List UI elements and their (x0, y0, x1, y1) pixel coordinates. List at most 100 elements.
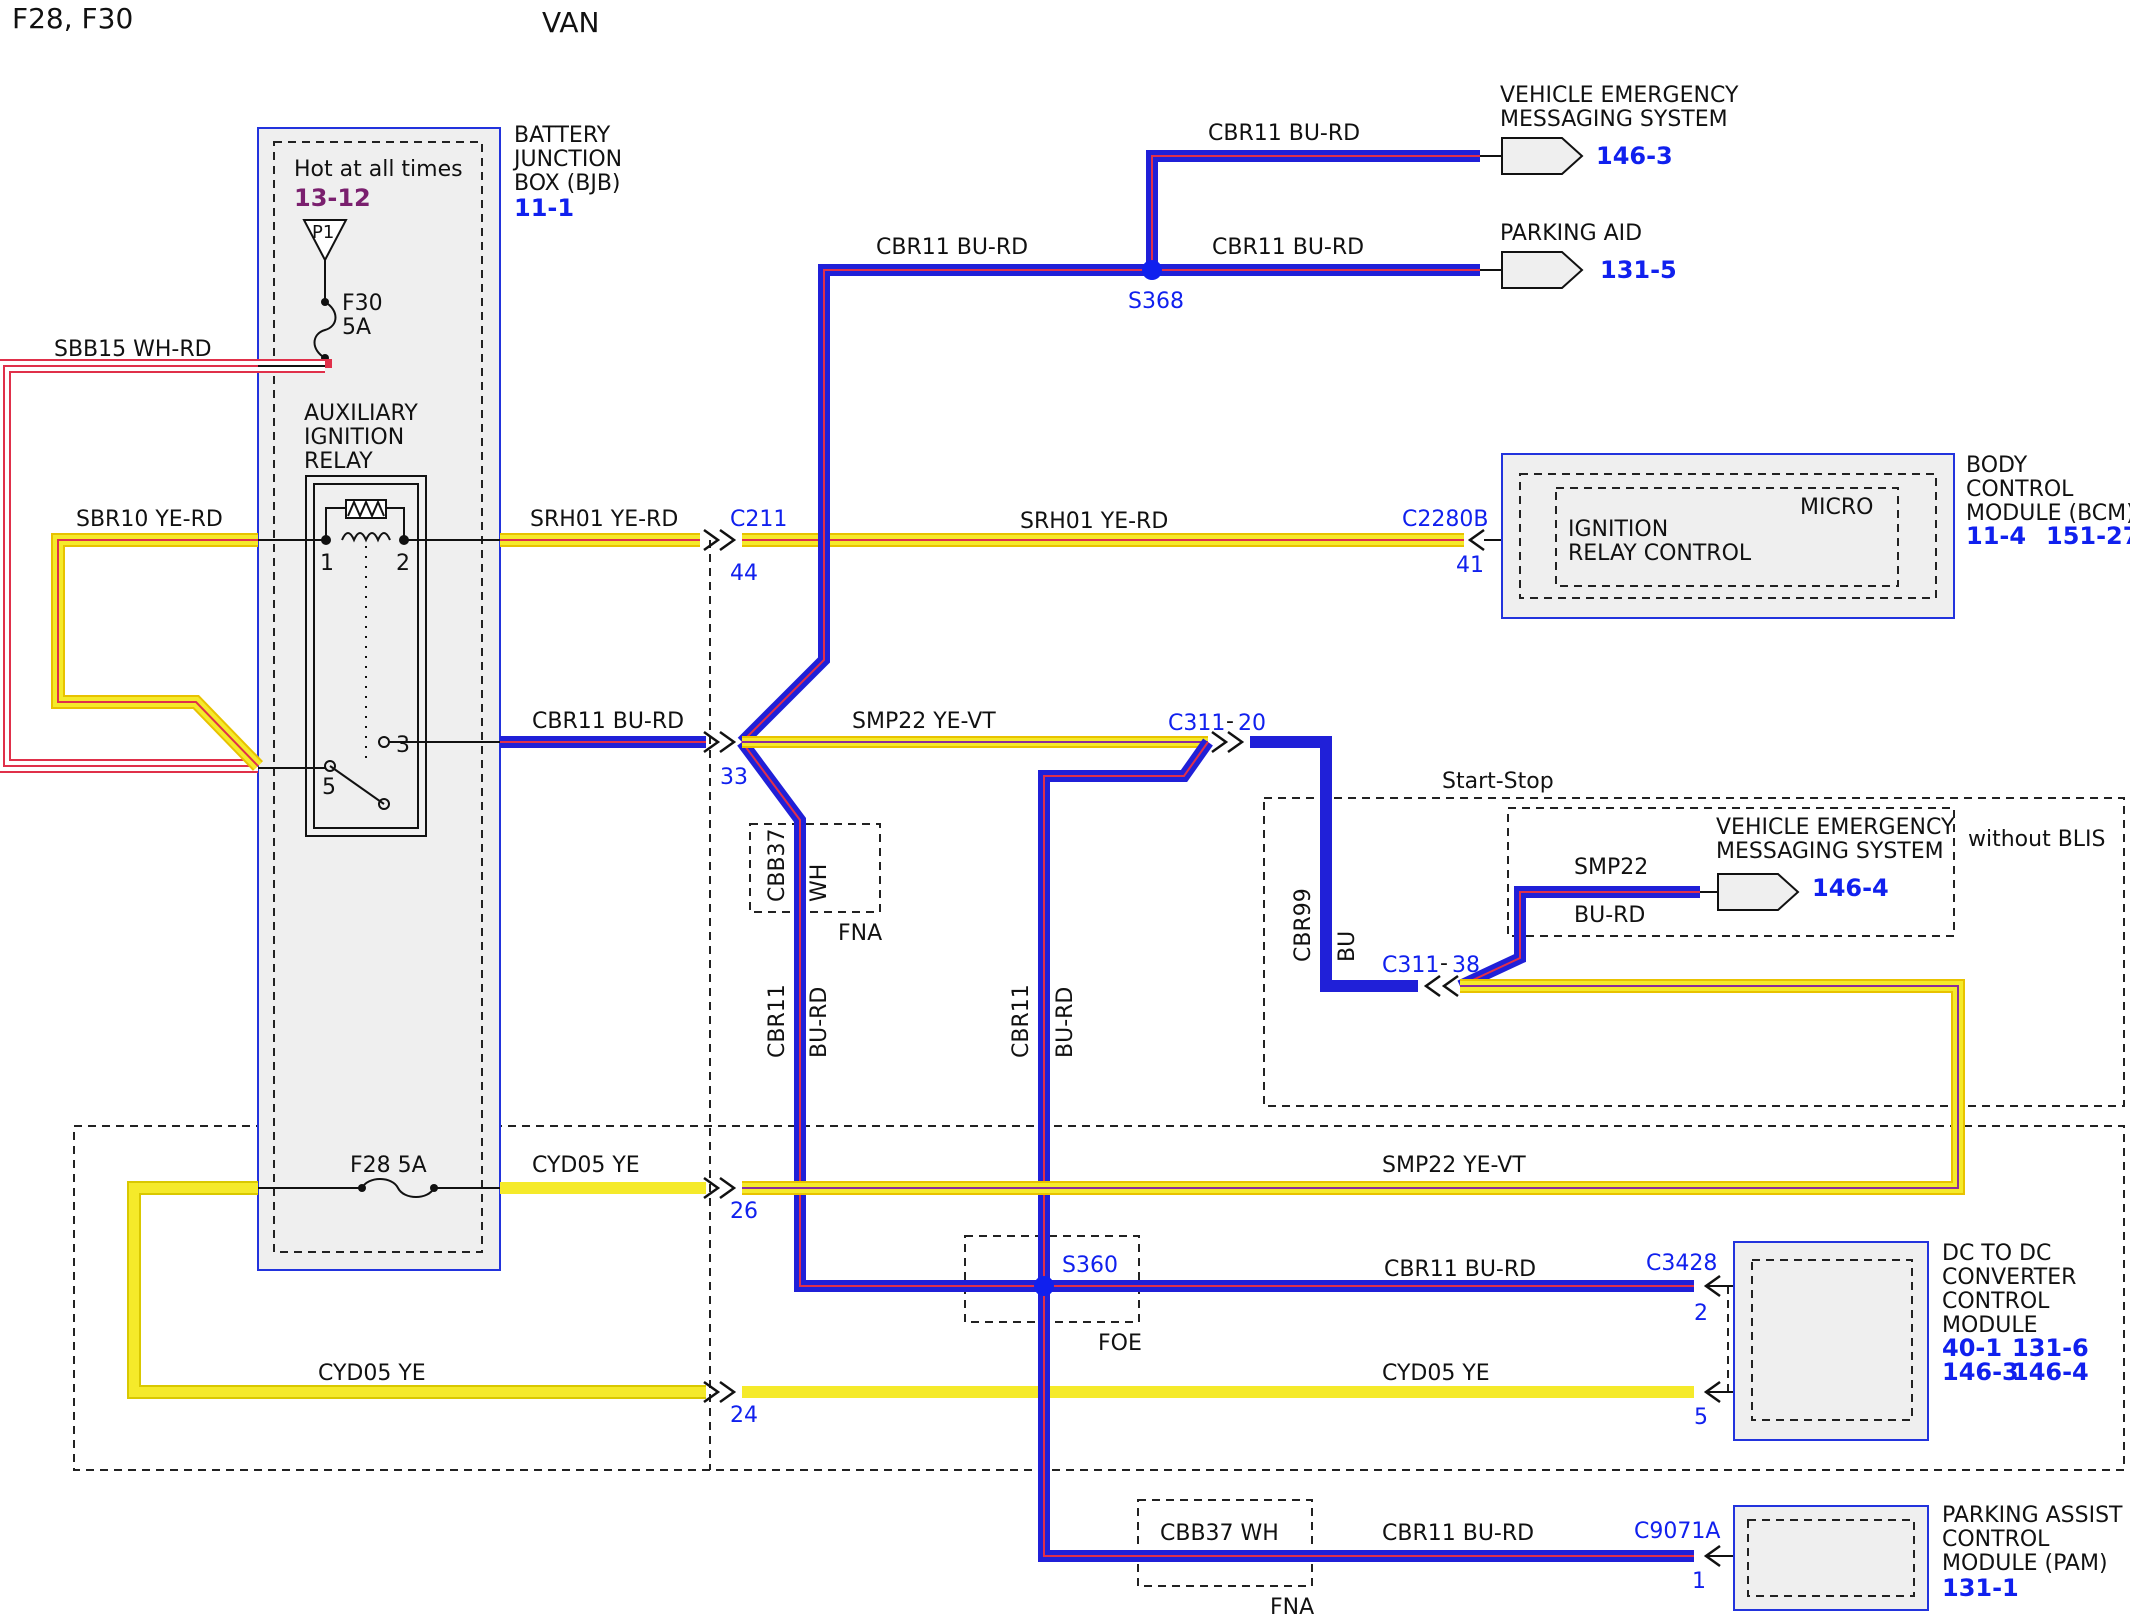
connector-pin-1: 1 (1692, 1569, 1706, 1594)
relay-pin5: 5 (322, 775, 336, 800)
foe-label: FOE (1098, 1331, 1142, 1356)
vems-top-connector-icon (1501, 137, 1584, 175)
connector-pin-20: 20 (1238, 711, 1266, 736)
wire-cbr11-c311-branch (1038, 738, 1213, 1286)
connector-pin-5: 5 (1694, 1405, 1708, 1430)
resistor-zigzag-icon (347, 499, 385, 519)
splice-s360 (1034, 1276, 1054, 1296)
bcm-ref-2: 151-27 (2046, 522, 2130, 550)
aux-relay-outer (305, 475, 427, 837)
wire-cbr11-top (737, 150, 1480, 747)
vems-top-ref: 146-3 (1596, 142, 1673, 170)
fna-splice-box-2 (1137, 1499, 1313, 1587)
wire-label-cbb37-b: WH (807, 864, 832, 902)
relay-coil-icon (341, 532, 391, 543)
dcdc-label-3: CONTROL (1942, 1289, 2050, 1314)
bjb-hot-ref: 13-12 (294, 184, 371, 212)
connector-pin-2: 2 (1694, 1301, 1708, 1326)
wire-label-cbr11-top-left: CBR11 BU-RD (876, 235, 1028, 260)
splice-s368 (1142, 260, 1162, 280)
header-fuses: F28, F30 (12, 2, 133, 35)
pam-label-2: CONTROL (1942, 1527, 2050, 1552)
wire-label-cbr11-top-right: CBR11 BU-RD (1212, 235, 1364, 260)
bcm-label-2: CONTROL (1966, 477, 2074, 502)
wire-label-cbr99-a: CBR99 (1291, 888, 1316, 962)
wire-label-cbr11-v2a: CBR11 (1009, 984, 1034, 1058)
connector-c311-38: C311 (1382, 953, 1439, 978)
f30-fuse-icon (313, 301, 337, 359)
connector-pin-44: 44 (730, 561, 758, 586)
dcdc-ref-1: 40-1 (1942, 1334, 2002, 1362)
connector-pin-26: 26 (730, 1199, 758, 1224)
group-start-stop: Start-Stop (1442, 769, 1554, 794)
connector-pin-24: 24 (730, 1403, 758, 1428)
group-without-blis: without BLIS (1968, 827, 2106, 852)
connector-c9071a: C9071A (1634, 1519, 1720, 1544)
dcdc-ref-2: 131-6 (2012, 1334, 2089, 1362)
wire-label-sbr10: SBR10 YE-RD (76, 507, 223, 532)
vems-top-label-2: MESSAGING SYSTEM (1500, 107, 1728, 132)
fna-label-1: FNA (838, 921, 882, 946)
wire-label-cbr11-v2b: BU-RD (1053, 987, 1078, 1058)
connector-c2280b: C2280B (1402, 507, 1488, 532)
wire-label-srh01-right: SRH01 YE-RD (1020, 509, 1168, 534)
dcdc-inner-box (1751, 1259, 1913, 1421)
connector-c311-38-dash: - (1440, 951, 1448, 976)
p1-power-triangle-icon (302, 219, 348, 263)
dcdc-label-4: MODULE (1942, 1313, 2038, 1338)
wire-label-smp22-mid: SMP22 YE-VT (852, 709, 996, 734)
bcm-irc-label-1: IGNITION (1568, 517, 1668, 542)
wire-label-cyd05-mid: CYD05 YE (532, 1153, 640, 1178)
p1-label: P1 (312, 222, 334, 243)
connector-pin-33: 33 (720, 765, 748, 790)
bcm-micro-box (1555, 487, 1899, 587)
start-stop-box (1263, 797, 2125, 1107)
wire-label-smp22-vems: SMP22 (1574, 855, 1648, 880)
wire-cbr11-down (737, 738, 1042, 1292)
f28-dot-left (358, 1184, 366, 1192)
f28-label: F28 5A (350, 1153, 427, 1178)
pam-ref: 131-1 (1942, 1574, 2019, 1602)
relay-label-3: RELAY (304, 449, 373, 474)
fna-splice-box-1 (749, 823, 881, 913)
relay-label-2: IGNITION (304, 425, 404, 450)
wire-label-cbr11-relay: CBR11 BU-RD (532, 709, 684, 734)
connector-c3428: C3428 (1646, 1251, 1717, 1276)
bjb-title-3: BOX (BJB) (514, 171, 621, 196)
pam-label-1: PARKING ASSIST (1942, 1503, 2123, 1528)
connector-c311-20-dash: - (1226, 709, 1234, 734)
bjb-inner-box (273, 141, 483, 1253)
bcm-box (1501, 453, 1955, 619)
without-blis-box (1507, 807, 1955, 937)
relay-pin5-contact (324, 760, 336, 772)
splice-s368-label: S368 (1128, 289, 1184, 314)
dcdc-ref-3: 146-3 (1942, 1358, 2019, 1386)
f28-fuse-icon (258, 1178, 500, 1198)
bcm-ref-1: 11-4 (1966, 522, 2026, 550)
connector-arrows (703, 528, 1721, 1568)
bcm-label-3: MODULE (BCM) (1966, 501, 2130, 526)
dcdc-box (1733, 1241, 1929, 1441)
bjb-title-1: BATTERY (514, 123, 611, 148)
connector-c311-20: C311 (1168, 711, 1225, 736)
aux-relay-inner (313, 483, 419, 829)
vems-top-label-1: VEHICLE EMERGENCY (1500, 83, 1739, 108)
vems-mid-label-1: VEHICLE EMERGENCY (1716, 815, 1955, 840)
wire-sbr10 (51, 533, 264, 771)
dcdc-label-1: DC TO DC (1942, 1241, 2051, 1266)
dcdc-label-2: CONVERTER (1942, 1265, 2076, 1290)
parking-aid-connector-icon (1501, 251, 1584, 289)
wire-sbb15 (0, 359, 332, 773)
wire-label-bu-rd-vems: BU-RD (1574, 903, 1645, 928)
wire-smp22-long (742, 979, 1965, 1195)
fna-label-2: FNA (1270, 1595, 1314, 1616)
relay-label-1: AUXILIARY (304, 401, 418, 426)
bjb-ref: 11-1 (514, 194, 574, 222)
wire-label-cbr11-vems: CBR11 BU-RD (1208, 121, 1360, 146)
f30-label: F30 (342, 291, 383, 316)
wire-cbr99 (1250, 736, 1418, 992)
relay-pin2: 2 (396, 551, 410, 576)
foe-splice-box (964, 1235, 1140, 1323)
dcdc-ref-4: 146-4 (2012, 1358, 2089, 1386)
